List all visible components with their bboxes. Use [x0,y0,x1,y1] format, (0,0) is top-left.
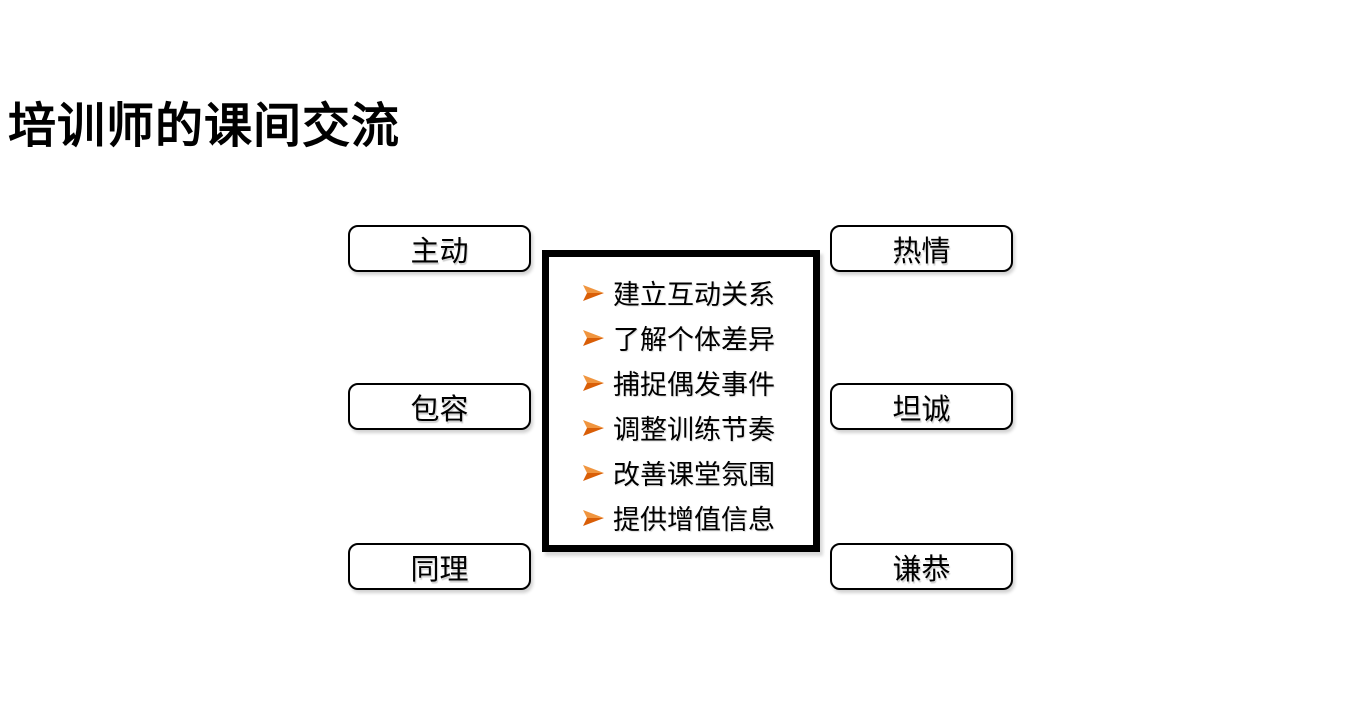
list-item: 捕捉偶发事件 [583,360,813,405]
list-item-text: 改善课堂氛围 [613,460,775,490]
trait-box-label: 谦恭 [892,553,951,586]
trait-box-tolerant: 包容 [348,383,531,430]
trait-box-label: 同理 [410,553,469,586]
list-item-text: 提供增值信息 [613,505,775,535]
slide-title: 培训师的课间交流 [8,100,401,153]
list-item-text: 了解个体差异 [613,325,775,355]
trait-box-proactive: 主动 [348,225,531,272]
arrowhead-right-icon [583,464,604,481]
trait-box-enthusiastic: 热情 [830,225,1013,272]
list-item: 建立互动关系 [583,270,813,315]
list-item: 改善课堂氛围 [583,450,813,495]
list-item-text: 捕捉偶发事件 [613,370,775,400]
bullet-list: 建立互动关系 了解个体差异 捕捉偶发事件 [549,270,813,540]
arrowhead-right-icon [583,284,604,301]
trait-box-modest: 谦恭 [830,543,1013,590]
arrowhead-right-icon [583,329,604,346]
arrowhead-right-icon [583,509,604,526]
trait-box-label: 坦诚 [892,393,951,426]
trait-box-candid: 坦诚 [830,383,1013,430]
list-item-text: 建立互动关系 [613,280,775,310]
list-item: 提供增值信息 [583,495,813,540]
list-item: 调整训练节奏 [583,405,813,450]
trait-box-label: 包容 [410,393,469,426]
list-item-text: 调整训练节奏 [613,415,775,445]
trait-box-label: 热情 [892,235,951,268]
arrowhead-right-icon [583,374,604,391]
center-points-box: 建立互动关系 了解个体差异 捕捉偶发事件 [542,250,820,552]
arrowhead-right-icon [583,419,604,436]
trait-box-label: 主动 [410,235,469,268]
list-item: 了解个体差异 [583,315,813,360]
trait-box-empathy: 同理 [348,543,531,590]
